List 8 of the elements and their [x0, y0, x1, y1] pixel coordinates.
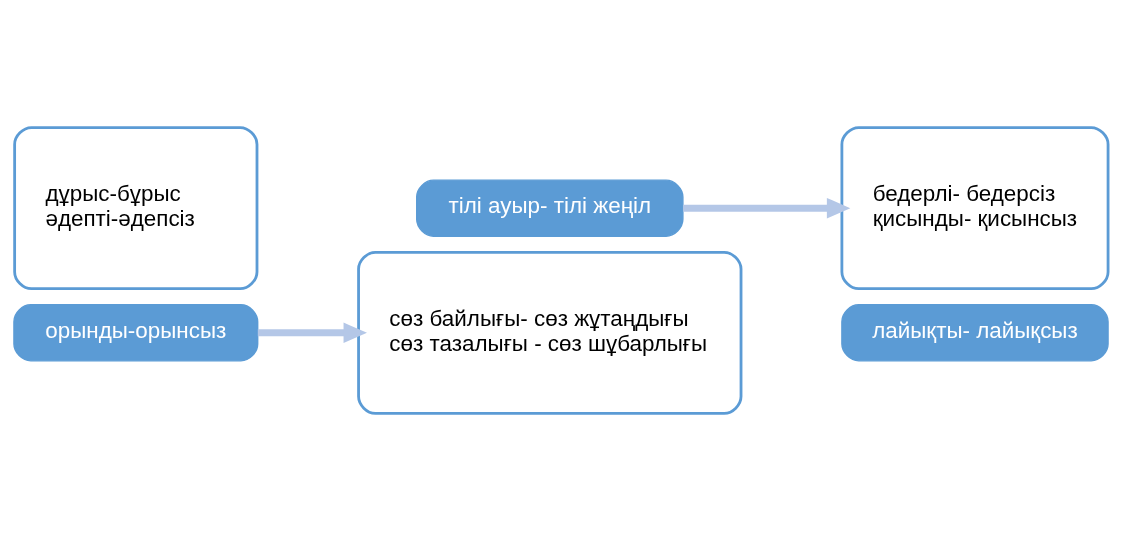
arrow: [683, 197, 851, 218]
node-box: дұрыс-бұрыс әдепті-әдепсіз: [13, 125, 259, 290]
arrow: [257, 322, 367, 343]
node-box: бедерлі- бедерсіз қисынды- қисынсыз: [840, 125, 1110, 290]
node-box: сөз байлығы- сөз жұтаңдығы сөз тазалығы - сөз шұбарлығы: [357, 250, 743, 415]
node-box: тілі ауыр- тілі жеңіл: [416, 178, 684, 237]
node-box: лайықты- лайықсыз: [841, 303, 1109, 362]
node-box: орынды-орынсыз: [13, 303, 259, 362]
